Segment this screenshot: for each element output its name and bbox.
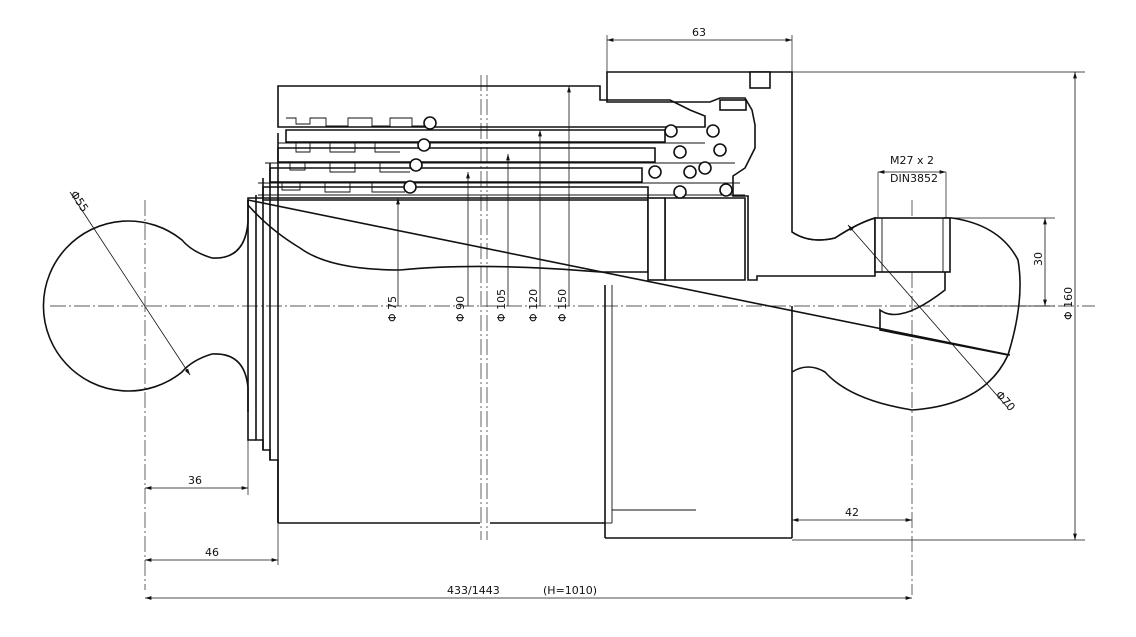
dim-30-label: 30: [1032, 252, 1045, 266]
right-eye-section: [879, 217, 1021, 356]
left-eye-outline: [42, 200, 249, 412]
telescopic-stages: [247, 133, 793, 539]
dim-46-label: 46: [205, 546, 219, 559]
thread-standard-label: DIN3852: [890, 172, 938, 185]
dia-105-label: Φ 105: [495, 289, 508, 322]
height-note-label: (H=1010): [543, 584, 597, 597]
dia-55-label: Φ55: [68, 188, 91, 214]
inner-stage-sections: [258, 117, 745, 201]
outer-stage-section: [277, 85, 706, 128]
gland-bore: [647, 197, 666, 281]
head-bolt: [749, 71, 771, 89]
dia-120-label: Φ 120: [527, 289, 540, 322]
thread-label: M27 x 2: [890, 154, 934, 167]
right-eye-lower: [791, 354, 1009, 411]
dim-160-label: Φ 160: [1062, 287, 1075, 320]
piston-rod-section: [247, 197, 649, 273]
right-eye-upper: [791, 217, 876, 241]
dia-70-label: Φ70: [993, 388, 1018, 414]
dim-42-label: 42: [845, 506, 859, 519]
dim-36-label: 36: [188, 474, 202, 487]
head-seal-slot: [719, 99, 747, 111]
rod-cut-line: [247, 199, 1011, 356]
port-thread: [874, 217, 951, 273]
gland-section: [664, 197, 746, 281]
dia-150-label: Φ 150: [556, 289, 569, 322]
dim-63-label: 63: [692, 26, 706, 39]
dia-75-label: Φ 75: [386, 296, 399, 322]
total-length-label: 433/1443: [447, 584, 500, 597]
dia-90-label: Φ 90: [454, 296, 467, 322]
o-rings: [403, 116, 733, 199]
